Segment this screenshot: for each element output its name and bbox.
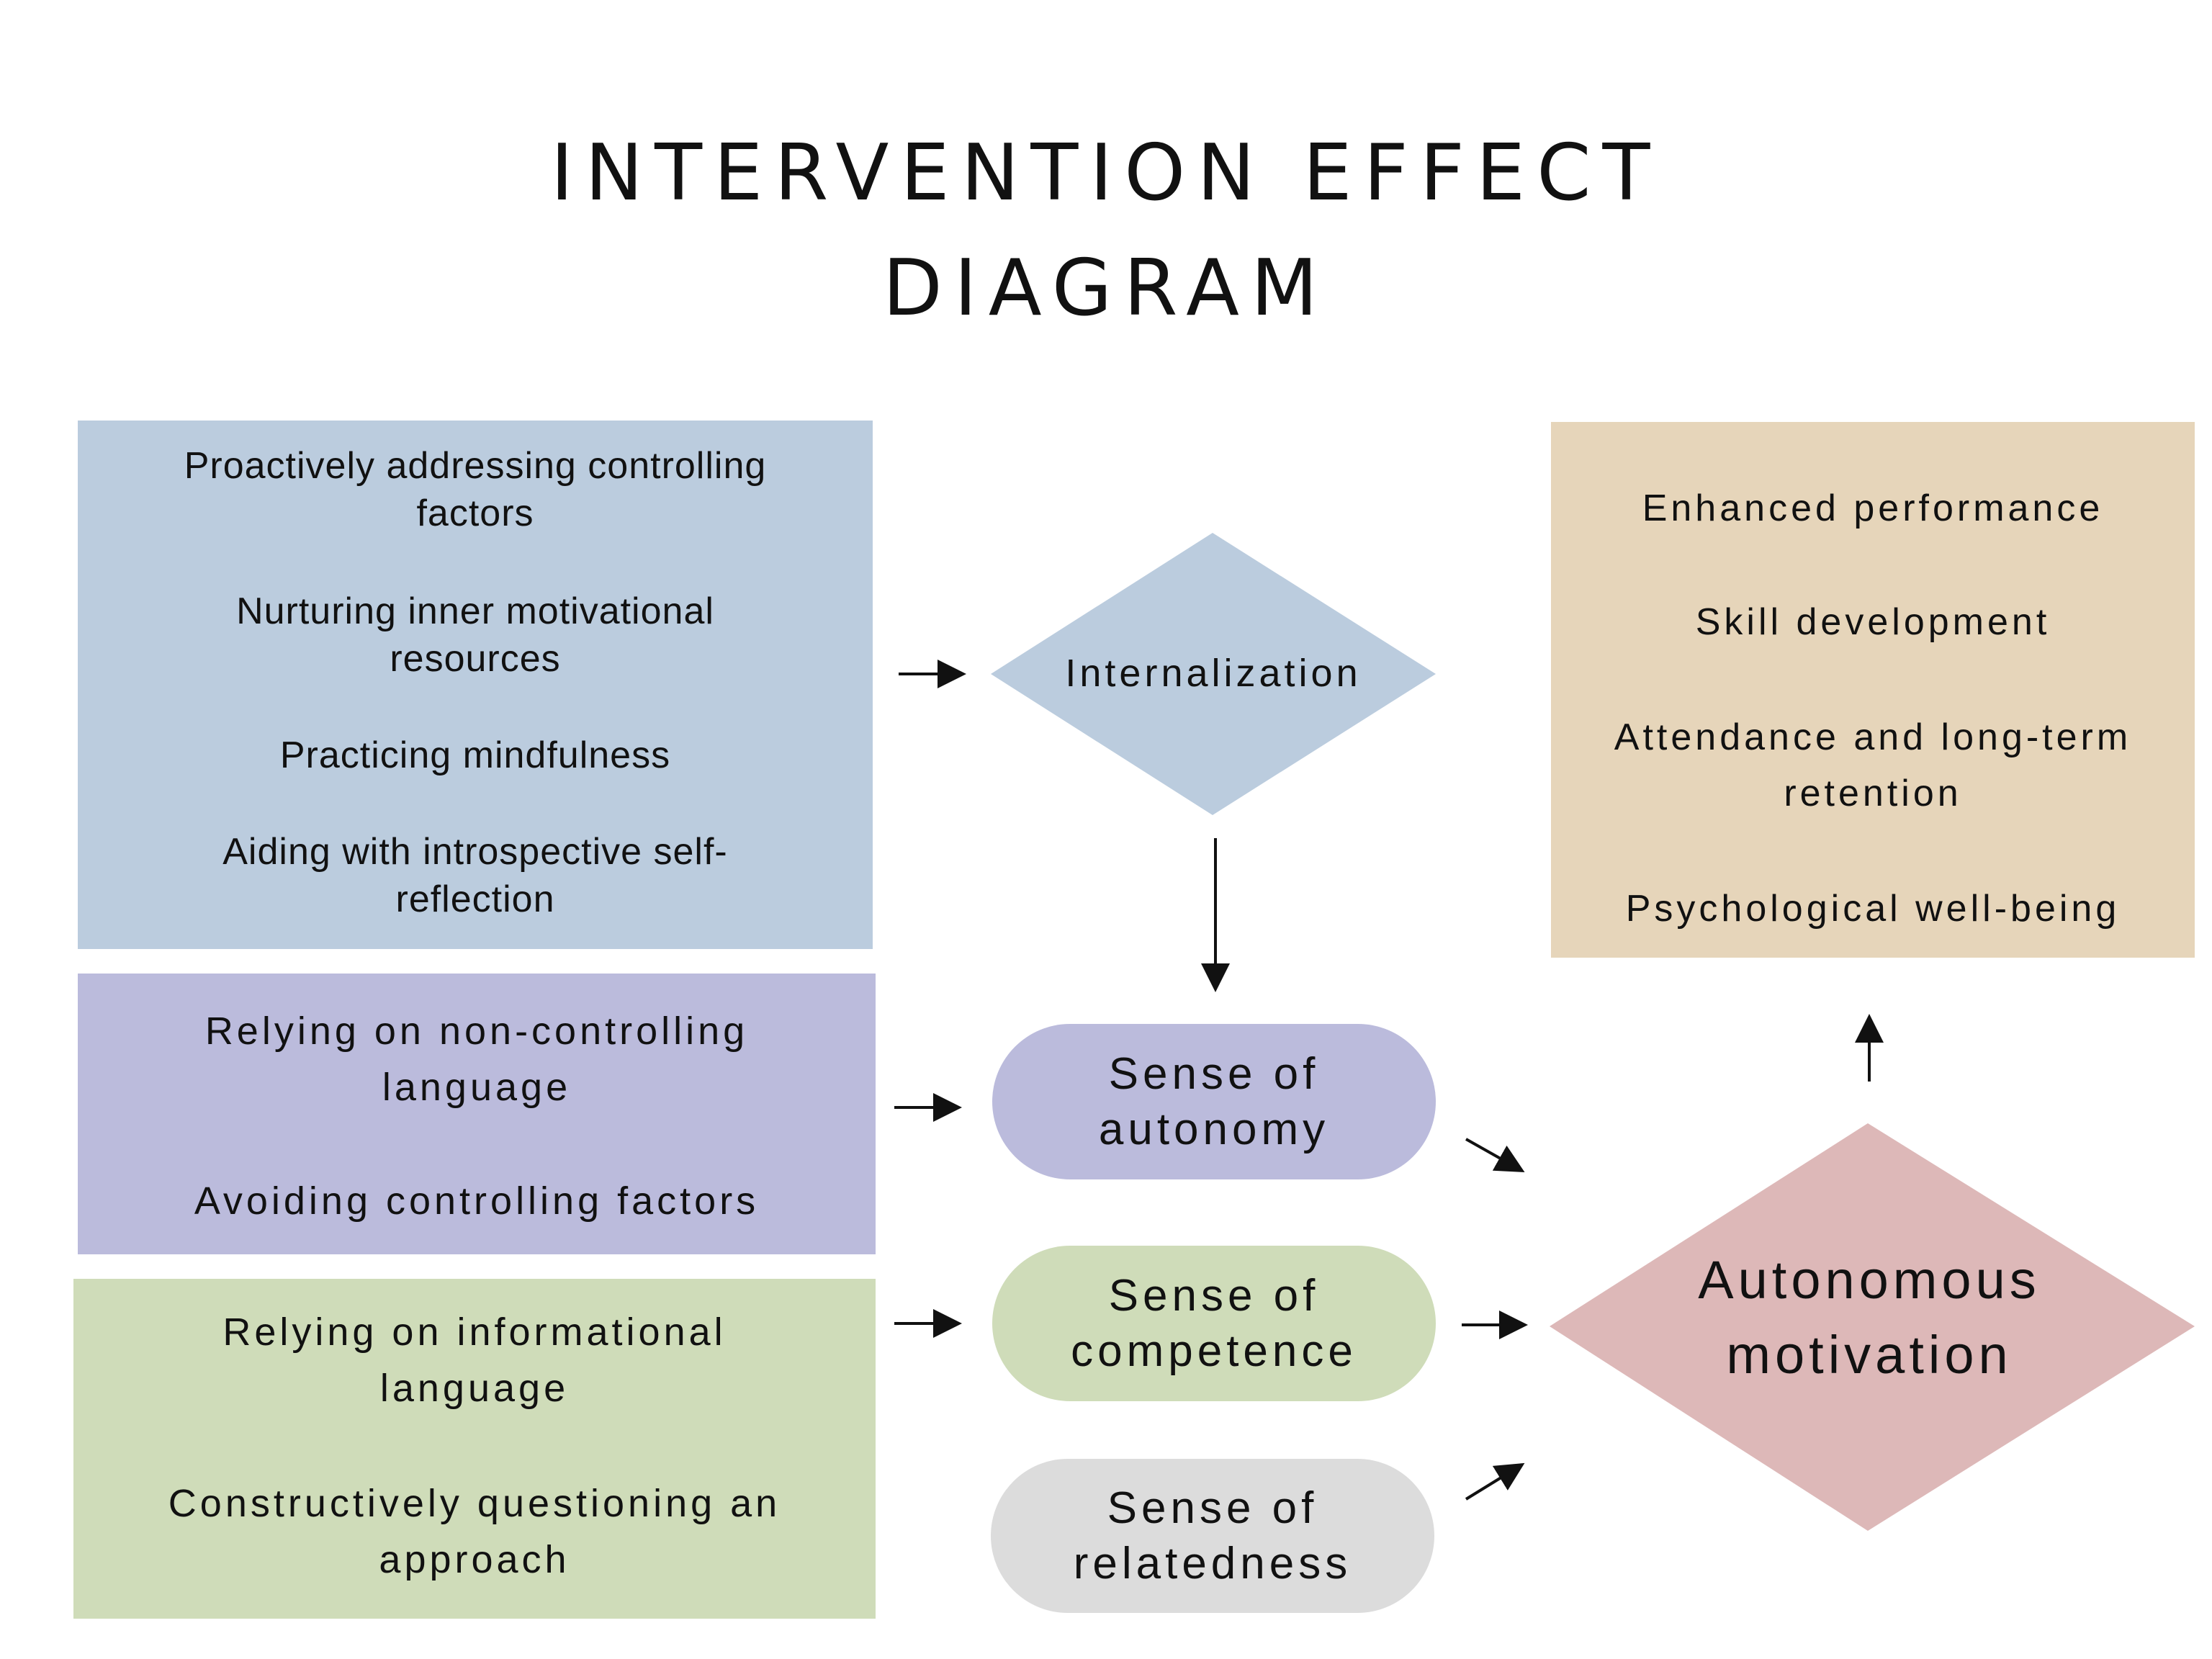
mindfulness-item-2-cont: resources	[390, 638, 561, 680]
outcome-skill-development: Skill development	[1695, 601, 2051, 643]
competence-support-item-2: Constructively questioning an	[168, 1482, 781, 1525]
sense-of-relatedness-label: Sense of relatedness	[991, 1459, 1434, 1613]
sense-of-competence-label: Sense of competence	[992, 1246, 1436, 1401]
autonomy-support-item-1: Relying on non-controlling	[204, 1010, 749, 1053]
autonomous-motivation-label-line-1: Autonomous	[1698, 1250, 2041, 1310]
autonomy-support-item-2: Avoiding controlling factors	[194, 1179, 760, 1223]
mindfulness-intervention-text: Proactively addressing controlling facto…	[78, 421, 873, 949]
competence-support-item-1-cont: language	[379, 1367, 570, 1410]
autonomy-support-text: Relying on non-controlling language Avoi…	[78, 974, 876, 1254]
mindfulness-intervention-box	[78, 421, 873, 949]
sense-of-autonomy-pill	[992, 1024, 1436, 1179]
sense-of-relatedness-label-line-1: Sense of	[1107, 1483, 1318, 1533]
internalization-diamond	[991, 533, 1436, 815]
outcome-attendance-retention-cont: retention	[1784, 773, 1962, 814]
sense-of-competence-pill	[992, 1246, 1436, 1401]
mindfulness-item-3: Practicing mindfulness	[279, 734, 671, 776]
sense-of-autonomy-label: Sense of autonomy	[992, 1024, 1436, 1179]
competence-support-text: Relying on informational language Constr…	[73, 1279, 876, 1619]
autonomous-motivation-diamond	[1550, 1123, 2195, 1531]
diagram-title-line-1: INTERVENTION EFFECT	[550, 128, 1662, 218]
outcome-psychological-well-being: Psychological well-being	[1625, 888, 2121, 930]
arrow-relatedness-to-motivation	[1465, 1462, 1525, 1501]
outcomes-text: Enhanced performance Skill development A…	[1551, 422, 2195, 958]
autonomous-motivation-label: Autonomous motivation	[1584, 1238, 2154, 1397]
sense-of-autonomy-label-line-2: autonomy	[1098, 1105, 1330, 1154]
competence-support-item-2-cont: approach	[379, 1538, 570, 1581]
diagram-title-line-2: DIAGRAM	[882, 243, 1330, 333]
mindfulness-item-1-cont: factors	[416, 493, 534, 534]
competence-support-box	[73, 1279, 876, 1619]
mindfulness-item-4: Aiding with introspective self-	[222, 831, 728, 873]
autonomy-support-box	[78, 974, 876, 1254]
outcomes-box	[1551, 422, 2195, 958]
sense-of-competence-label-line-1: Sense of	[1108, 1270, 1320, 1321]
mindfulness-item-4-cont: reflection	[395, 878, 555, 920]
outcome-enhanced-performance: Enhanced performance	[1642, 487, 2104, 529]
sense-of-relatedness-label-line-2: relatedness	[1073, 1539, 1352, 1588]
autonomous-motivation-label-line-2: motivation	[1726, 1325, 2013, 1385]
autonomy-support-item-1-cont: language	[382, 1066, 572, 1109]
sense-of-relatedness-pill	[991, 1459, 1434, 1613]
competence-support-item-1: Relying on informational	[222, 1310, 727, 1354]
sense-of-autonomy-label-line-1: Sense of	[1108, 1048, 1320, 1099]
mindfulness-item-2: Nurturing inner motivational	[236, 590, 714, 632]
sense-of-competence-label-line-2: competence	[1071, 1326, 1357, 1376]
mindfulness-item-1: Proactively addressing controlling	[184, 445, 767, 487]
outcome-attendance-retention: Attendance and long-term	[1614, 716, 2132, 758]
arrow-autonomy-to-motivation	[1465, 1138, 1525, 1172]
internalization-label: Internalization	[1065, 652, 1362, 696]
